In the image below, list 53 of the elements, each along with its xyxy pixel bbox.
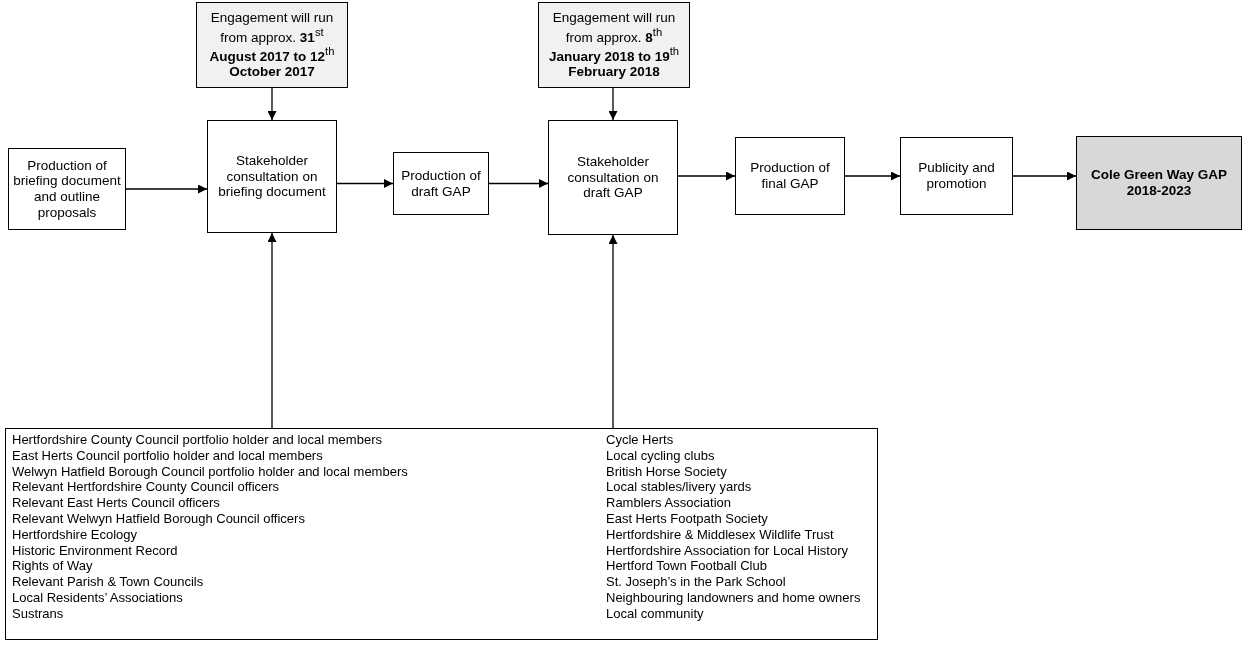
process-box [8, 148, 126, 230]
list-item: Sustrans [12, 605, 65, 622]
list-item: St. Joseph’s in the Park School [606, 574, 787, 590]
box-text: Production of final GAP [749, 160, 831, 192]
list-item: Neighbouring landowners and home owners [606, 589, 862, 606]
process-box [900, 137, 1013, 215]
list-item: Ramblers Association [606, 495, 732, 511]
list-item: Hertfordshire County Council portfolio holder and local members [12, 432, 383, 448]
stakeholder-list-box [5, 428, 878, 640]
list-item: Rights of Way [12, 558, 94, 575]
box-text: Cole Green Way GAP 2018-2023 [1089, 167, 1228, 199]
box-text: Engagement will run from approx. 31$^{st}$ August 2017 to 12$^{th}$ October 2017 [208, 10, 336, 80]
process-box [1076, 136, 1242, 230]
list-item: Welwyn Hatfield Borough Council portfolio holder and local members [12, 463, 409, 480]
arrow [608, 234, 618, 429]
arrow [1012, 171, 1077, 181]
list-item: Local Residents’ Associations [12, 589, 184, 606]
arrow [844, 171, 901, 181]
arrow [267, 87, 277, 121]
box-text: Stakeholder consultation on briefing document [217, 153, 327, 200]
list-item: Local community [606, 605, 705, 622]
arrow [677, 171, 736, 181]
box-text: Publicity and promotion [917, 160, 996, 192]
process-box [196, 2, 348, 88]
process-box [538, 2, 690, 88]
box-text: Stakeholder consultation on draft GAP [566, 154, 660, 201]
list-item: British Horse Society [606, 463, 728, 480]
list-item: Relevant Welwyn Hatfield Borough Council officers [12, 511, 306, 527]
process-box [735, 137, 845, 215]
arrow [336, 179, 394, 188]
list-item: Cycle Herts [606, 432, 675, 448]
list-item: Relevant Hertfordshire County Council officers [12, 479, 281, 496]
list-item: Hertfordshire & Middlesex Wildlife Trust [606, 526, 835, 543]
list-item: Hertford Town Football Club [606, 558, 768, 575]
list-item: Local stables/livery yards [606, 479, 753, 496]
arrow [608, 87, 618, 121]
list-item: Local cycling clubs [606, 447, 716, 464]
arrow [125, 184, 208, 194]
box-text: Production of draft GAP [400, 168, 482, 199]
list-item: East Herts Footpath Society [606, 511, 769, 527]
list-item: East Herts Council portfolio holder and local members [12, 447, 324, 464]
arrow [488, 179, 549, 188]
list-item: Hertfordshire Association for Local History [606, 542, 850, 559]
list-item: Relevant East Herts Council officers [12, 495, 221, 511]
list-item: Historic Environment Record [12, 542, 179, 559]
list-item: Hertfordshire Ecology [12, 526, 138, 543]
list-item: Relevant Parish & Town Councils [12, 574, 205, 590]
box-text: Engagement will run from approx. 8$^{th}$ January 2018 to 19$^{th}$ February 2018 [547, 10, 681, 80]
process-box [548, 120, 678, 235]
box-text: Production of briefing document and outline proposals [13, 157, 121, 221]
arrow [267, 232, 277, 429]
process-box [393, 152, 489, 215]
process-box [207, 120, 337, 233]
